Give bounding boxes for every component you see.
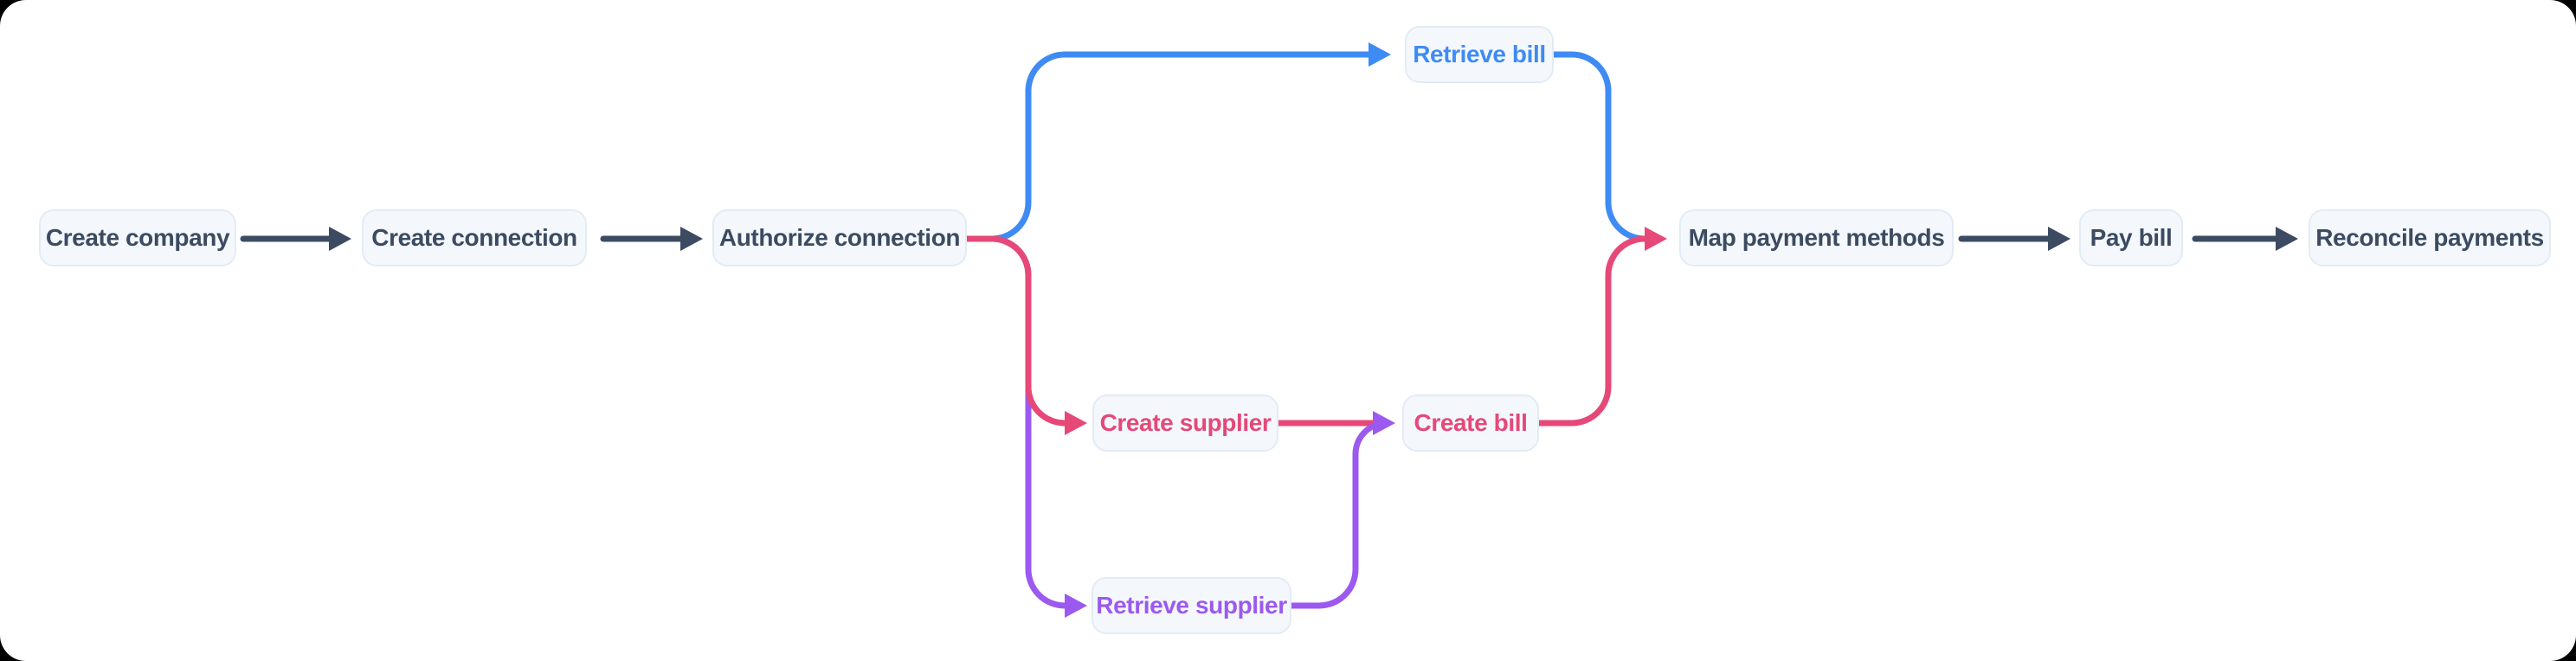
edge-authorize-connection-to-create-supplier (963, 235, 1070, 427)
arrowhead-map-payment-methods-to-pay-bill (2048, 227, 2070, 251)
arrowhead-create-connection-to-authorize-connection (680, 227, 703, 251)
node-map-payment-methods: Map payment methods (1679, 209, 1954, 266)
node-label-retrieve-supplier: Retrieve supplier (1096, 592, 1287, 619)
node-retrieve-supplier: Retrieve supplier (1092, 577, 1291, 634)
arrowhead-pay-bill-to-reconcile-payments (2276, 227, 2298, 251)
node-create-supplier: Create supplier (1092, 395, 1278, 452)
edge-retrieve-bill-to-map-payment-methods (1550, 51, 1650, 242)
arrowhead-retrieve-supplier-to-create-bill (1373, 411, 1395, 435)
node-label-create-company: Create company (45, 224, 230, 251)
arrowhead-create-company-to-create-connection (329, 227, 351, 251)
node-create-company: Create company (39, 209, 236, 266)
node-retrieve-bill: Retrieve bill (1405, 26, 1554, 83)
node-pay-bill: Pay bill (2079, 209, 2183, 266)
node-reconcile-payments: Reconcile payments (2309, 209, 2551, 266)
edge-retrieve-supplier-to-create-bill (1288, 420, 1390, 609)
edge-authorize-connection-to-retrieve-bill (963, 51, 1374, 242)
node-label-create-connection: Create connection (371, 224, 577, 251)
node-create-bill: Create bill (1402, 395, 1539, 452)
arrowhead-authorize-connection-to-retrieve-bill (1368, 42, 1391, 67)
node-authorize-connection: Authorize connection (712, 209, 967, 266)
arrowhead-authorize-connection-to-retrieve-supplier (1065, 594, 1087, 618)
arrowhead-authorize-connection-to-create-supplier (1065, 411, 1087, 435)
node-label-create-bill: Create bill (1414, 409, 1528, 436)
node-label-authorize-connection: Authorize connection (718, 224, 961, 251)
node-label-pay-bill: Pay bill (2090, 224, 2173, 251)
node-label-map-payment-methods: Map payment methods (1688, 224, 1945, 251)
node-label-reconcile-payments: Reconcile payments (2315, 224, 2544, 251)
arrowhead-create-bill-to-map-payment-methods (1645, 227, 1667, 251)
edge-create-bill-to-map-payment-methods (1536, 235, 1648, 427)
node-label-create-supplier: Create supplier (1099, 409, 1272, 436)
node-label-retrieve-bill: Retrieve bill (1413, 41, 1546, 67)
node-create-connection: Create connection (362, 209, 587, 266)
